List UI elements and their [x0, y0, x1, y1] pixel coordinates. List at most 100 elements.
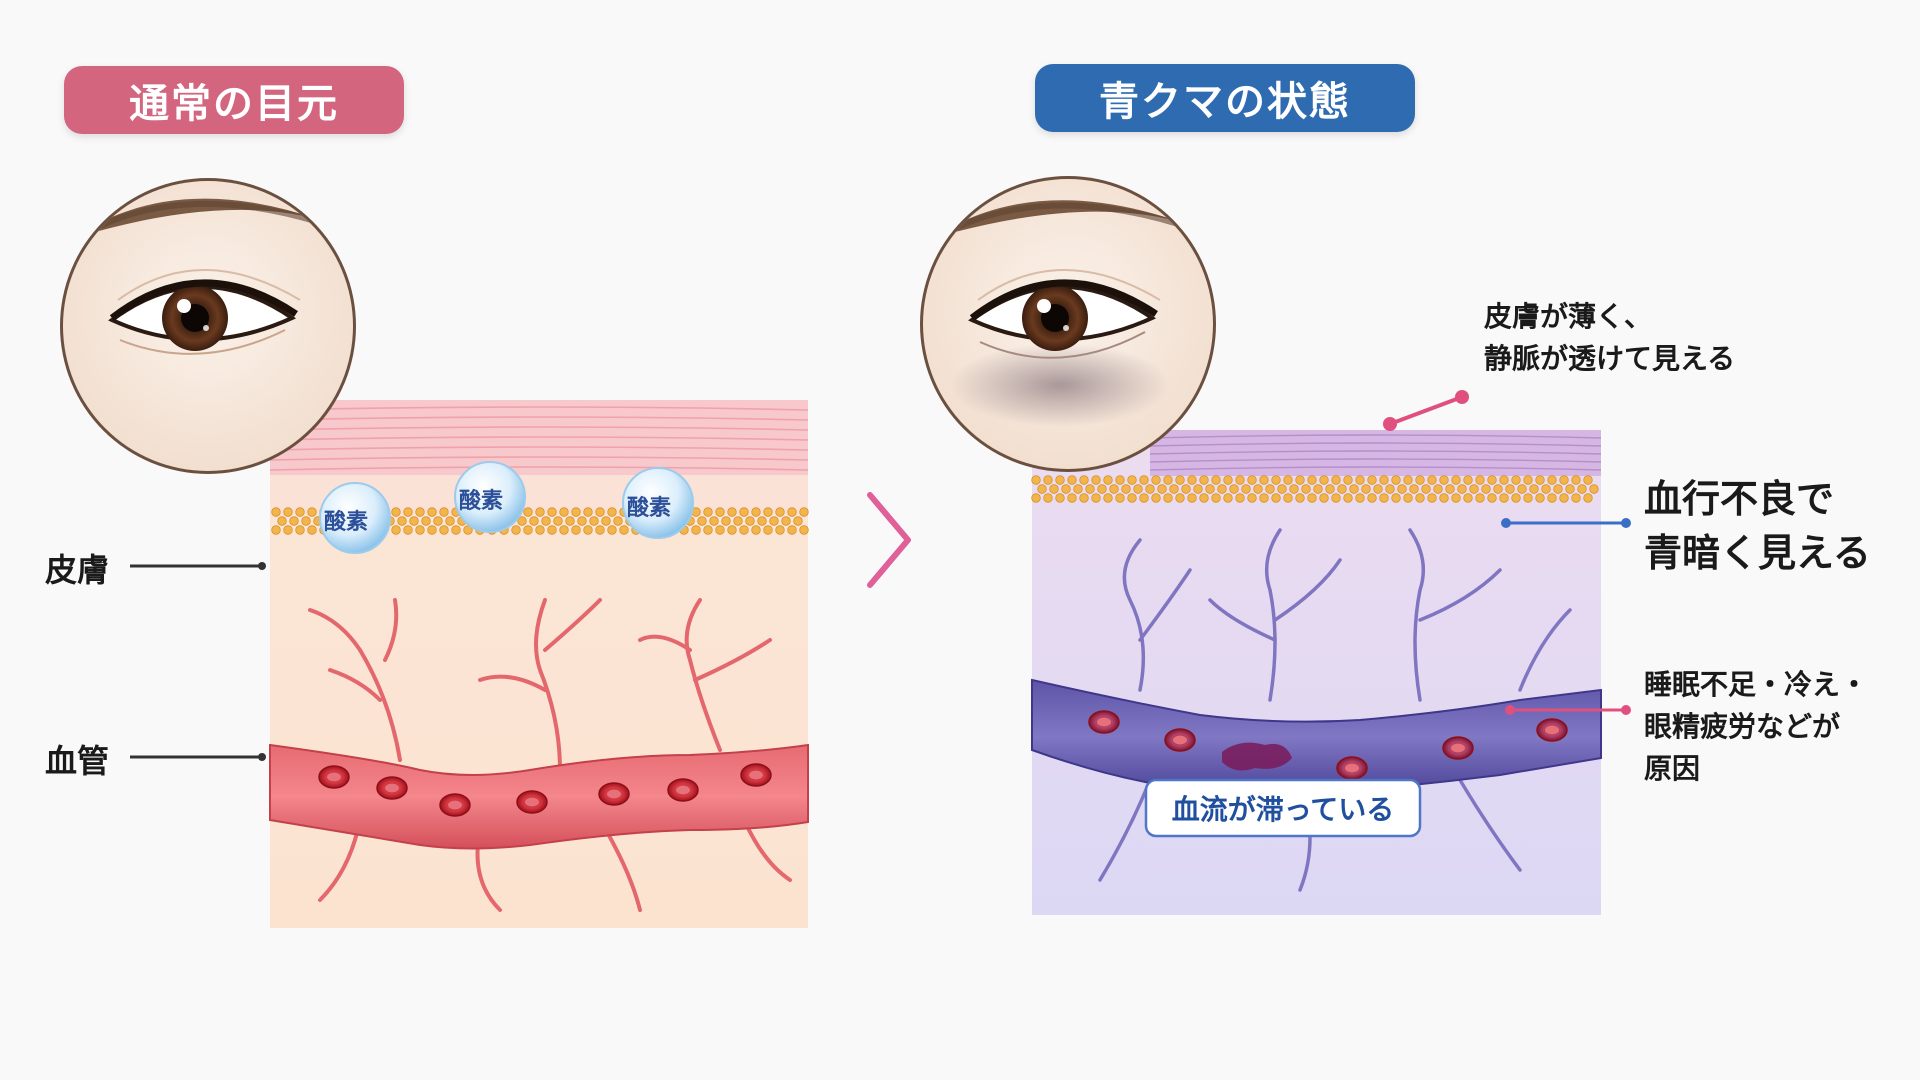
fat-cell: [1199, 475, 1209, 485]
fat-cell: [595, 525, 605, 535]
red-blood-cell-center: [749, 770, 763, 780]
fat-cell: [1151, 493, 1161, 503]
fat-cell: [1463, 475, 1473, 485]
fat-cell: [1247, 475, 1257, 485]
fat-cell: [799, 507, 809, 517]
fat-cell: [1271, 493, 1281, 503]
fat-cell: [1307, 493, 1317, 503]
fat-cell: [403, 525, 413, 535]
fat-cell: [559, 507, 569, 517]
oxygen-label: 酸素: [627, 496, 672, 521]
red-blood-cell-center: [525, 797, 539, 807]
fat-cell: [1127, 493, 1137, 503]
fat-cell: [1133, 484, 1143, 494]
fat-cell: [1097, 484, 1107, 494]
fat-cell: [463, 525, 473, 535]
fat-cell: [751, 507, 761, 517]
fat-cell: [403, 507, 413, 517]
right-eye-portrait: [920, 176, 1216, 472]
fat-cell: [1043, 475, 1053, 485]
fat-cell: [1289, 484, 1299, 494]
fat-cell: [763, 525, 773, 535]
fat-cell: [439, 525, 449, 535]
vessel-label: 血管: [45, 742, 110, 780]
left-eye-portrait: [60, 178, 356, 474]
fat-cell: [1511, 475, 1521, 485]
fat-cell: [1589, 484, 1599, 494]
fat-cell: [1115, 493, 1125, 503]
left-tissue-block: [130, 400, 809, 928]
fat-cell: [1301, 484, 1311, 494]
red-blood-cell-center: [327, 772, 341, 782]
fat-cell: [1145, 484, 1155, 494]
fat-cell: [1403, 493, 1413, 503]
fat-cell: [1085, 484, 1095, 494]
fat-cell: [283, 525, 293, 535]
fat-cell: [391, 525, 401, 535]
fat-cell: [1037, 484, 1047, 494]
fat-cell: [1121, 484, 1131, 494]
fat-cell: [1157, 484, 1167, 494]
fat-cell: [1217, 484, 1227, 494]
fat-cell: [1181, 484, 1191, 494]
fat-cell: [397, 516, 407, 526]
fat-cell: [1415, 493, 1425, 503]
red-blood-cell-center: [607, 789, 621, 799]
fat-cell: [1079, 493, 1089, 503]
fat-cell: [757, 516, 767, 526]
fat-cell: [1229, 484, 1239, 494]
fat-cell: [583, 525, 593, 535]
fat-cell: [1067, 475, 1077, 485]
fat-cell: [607, 507, 617, 517]
fat-cell: [1211, 493, 1221, 503]
fat-cell: [703, 507, 713, 517]
fat-cell: [619, 525, 629, 535]
note-causes-line3: 原因: [1644, 752, 1701, 785]
fat-cell: [1523, 475, 1533, 485]
stagnation-box: [1144, 778, 1422, 838]
fat-cell: [1487, 493, 1497, 503]
fat-cell: [1235, 475, 1245, 485]
pointer-thin-skin: [1383, 390, 1469, 431]
fat-cell: [787, 525, 797, 535]
note-poor-circulation-line1: 血行不良で: [1644, 477, 1835, 521]
fat-cell: [1367, 493, 1377, 503]
fat-cell: [1259, 475, 1269, 485]
fat-cell: [1535, 493, 1545, 503]
fat-cell: [1283, 493, 1293, 503]
fat-cell: [1343, 493, 1353, 503]
fat-cell: [571, 525, 581, 535]
fat-cell: [745, 516, 755, 526]
oxygen-bubbles: [319, 461, 694, 554]
red-blood-cell-center: [448, 800, 462, 810]
fat-cell: [1499, 493, 1509, 503]
fat-cell: [517, 516, 527, 526]
fat-cell: [1373, 484, 1383, 494]
red-blood-cell-center: [385, 783, 399, 793]
fat-cell: [1109, 484, 1119, 494]
fat-cell: [613, 516, 623, 526]
fat-cell: [535, 525, 545, 535]
fat-cell: [733, 516, 743, 526]
fat-cell: [1487, 475, 1497, 485]
note-poor-circulation-line2: 青暗く見える: [1644, 531, 1871, 575]
fat-cell: [271, 525, 281, 535]
fat-cell: [709, 516, 719, 526]
fat-cell: [547, 525, 557, 535]
fat-cell: [1169, 484, 1179, 494]
fat-cell: [1499, 475, 1509, 485]
fat-cell: [433, 516, 443, 526]
fat-cell: [1223, 475, 1233, 485]
fat-cell: [1151, 475, 1161, 485]
fat-cell: [295, 507, 305, 517]
fat-cell: [577, 516, 587, 526]
fat-cell: [1385, 484, 1395, 494]
fat-cell: [277, 516, 287, 526]
fat-cell: [535, 507, 545, 517]
fat-cell: [781, 516, 791, 526]
fat-cell: [1163, 475, 1173, 485]
heading-blue-circles: 青クマの状態: [1035, 64, 1415, 132]
fat-cell: [1409, 484, 1419, 494]
fat-cell: [1103, 475, 1113, 485]
fat-cell: [1067, 493, 1077, 503]
